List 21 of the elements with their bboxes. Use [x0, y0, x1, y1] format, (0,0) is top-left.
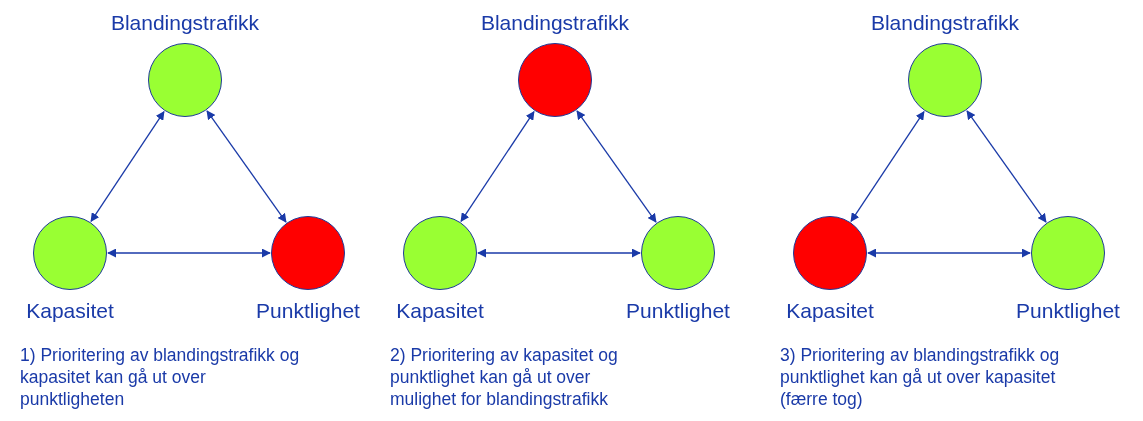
caption-text: 1) Prioritering av blandingstrafikk og kapasitet kan gå ut over punktligheten	[20, 344, 301, 410]
double-arrow	[477, 248, 641, 258]
caption-text: 2) Prioritering av kapasitet og punktlighet kan gå ut over mulighet for blandingstrafikk	[390, 344, 619, 410]
double-arrow	[460, 110, 535, 223]
double-arrow	[576, 110, 657, 223]
node-label: Punktlighet	[256, 298, 360, 324]
node-label: Kapasitet	[26, 298, 114, 324]
node-label: Punktlighet	[626, 298, 730, 324]
node-label: Kapasitet	[396, 298, 484, 324]
node-label: Punktlighet	[1016, 298, 1120, 324]
node-label: Blandingstrafikk	[870, 10, 1020, 36]
double-arrow	[206, 110, 287, 223]
double-arrow	[90, 110, 165, 223]
double-arrow	[966, 110, 1047, 223]
double-arrow	[867, 248, 1031, 258]
double-arrow	[850, 110, 925, 223]
node-label: Blandingstrafikk	[480, 10, 630, 36]
node-label: Kapasitet	[786, 298, 874, 324]
caption-text: 3) Prioritering av blandingstrafikk og punktlighet kan gå ut over kapasitet (færre tog)	[780, 344, 1061, 410]
double-arrow	[107, 248, 271, 258]
node-label: Blandingstrafikk	[110, 10, 260, 36]
